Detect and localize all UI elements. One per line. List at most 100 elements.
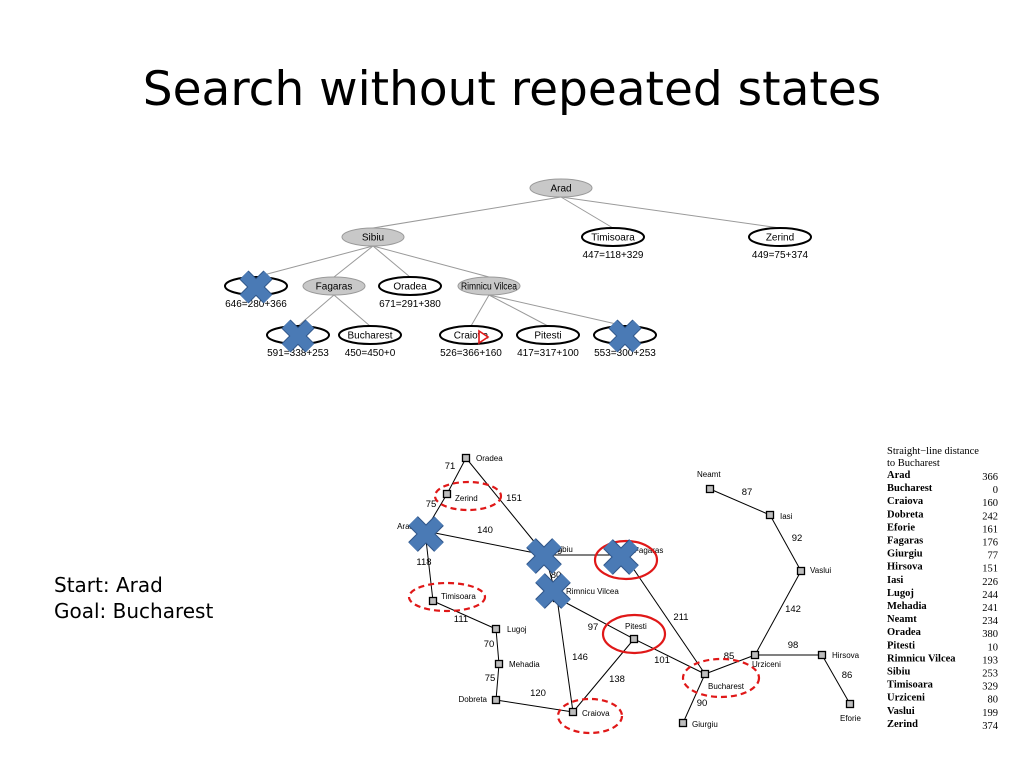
road-line: [754, 570, 802, 656]
goal-label: Goal: Bucharest: [54, 599, 214, 623]
road-bucharest-giurgiu: 90: [682, 673, 707, 724]
table-city: Zerind: [887, 719, 918, 730]
city-label: Zerind: [455, 494, 478, 503]
table-city: Rimnicu Vilcea: [887, 653, 956, 664]
city-label: Urziceni: [752, 660, 781, 669]
city-marker: [442, 489, 452, 499]
road-line: [556, 597, 635, 640]
tree-node-oval: [439, 325, 503, 345]
road-distance: 97: [588, 622, 599, 633]
table-value: 199: [982, 708, 998, 719]
road-distance: 138: [609, 674, 625, 685]
road-bucharest-urziceni: 85: [704, 651, 756, 675]
tree-node-label: Rimnicu Vilcea: [461, 282, 517, 293]
city-label: Rimnicu Vilcea: [566, 587, 619, 596]
city-label: Pitesti: [625, 622, 647, 631]
road-distance: 80: [551, 570, 562, 581]
road-urziceni-hirsova: 98: [755, 640, 822, 656]
tree-node-label: Sibiu: [362, 233, 384, 244]
road-line: [465, 457, 546, 556]
tree-edges: [255, 196, 781, 327]
table-city: Mehadia: [887, 601, 927, 612]
highlight-ring-craiova: [556, 697, 624, 735]
highlight-ring-zerind: [433, 480, 503, 512]
city-marker: [491, 695, 501, 705]
city-marker: [817, 650, 827, 660]
tree-edge: [333, 245, 374, 278]
table-value: 193: [982, 655, 998, 666]
city-marker: [491, 624, 501, 634]
road-line: [682, 673, 706, 724]
city-oradea: Oradea: [461, 453, 503, 463]
road-distance: 71: [445, 461, 456, 472]
city-giurgiu: Giurgiu: [678, 718, 718, 729]
city-bucharest: Bucharest: [700, 669, 745, 691]
table-row: Iasi 226: [887, 575, 998, 588]
road-line: [709, 488, 771, 516]
road-distance: 75: [485, 673, 496, 684]
tree-edge: [560, 196, 614, 229]
table-city: Pitesti: [887, 640, 915, 651]
road-distance: 101: [654, 655, 670, 666]
city-label: Eforie: [840, 714, 861, 723]
tree-node-oval: [378, 276, 442, 296]
highlight-ring-timisoara: [407, 581, 487, 613]
tree-node-fagaras: Fagaras: [302, 276, 366, 296]
table-value: 242: [982, 511, 998, 522]
road-vaslui-iasi: 92: [769, 514, 802, 572]
city-label: Arad: [397, 522, 414, 531]
tree-node-label: Arad: [550, 184, 571, 195]
city-timisoara: Timisoara: [428, 592, 476, 606]
city-marker: [428, 596, 438, 606]
cross-icon: [608, 319, 642, 353]
city-iasi: Iasi: [765, 510, 793, 521]
city-marker: [705, 484, 715, 494]
tree-node-cost: 447=118+329: [583, 250, 644, 261]
city-label: Dobreta: [459, 695, 488, 704]
table-value: 244: [982, 590, 999, 601]
city-craiova: Craiova: [568, 707, 610, 718]
tree-node-arad: Arad: [529, 178, 593, 198]
road-distance: 98: [788, 640, 799, 651]
table-city: Bucharest: [887, 483, 933, 494]
tree-node-cost: 591=338+253: [267, 348, 329, 359]
tree-node-sibiu: Sibiu: [341, 227, 405, 247]
road-mehadia-dobreta: 75: [485, 663, 500, 701]
road-fagaras-bucharest: 211: [623, 554, 706, 675]
city-hirsova: Hirsova: [817, 650, 860, 660]
city-marker: [845, 699, 855, 709]
tree-edge: [470, 294, 490, 327]
city-marker: [678, 718, 688, 728]
tree-node-cost: 526=366+160: [440, 348, 502, 359]
tree-node-oval: [516, 325, 580, 345]
city-label: Oradea: [476, 454, 503, 463]
table-value: 10: [988, 642, 999, 653]
road-oradea-sibiu: 151: [465, 457, 546, 556]
city-marker: [750, 650, 760, 660]
city-label: Hirsova: [832, 651, 860, 660]
table-value: 176: [982, 538, 998, 549]
start-label: Start: Arad: [54, 573, 163, 597]
city-marker: [629, 634, 639, 644]
road-distance: 111: [454, 614, 468, 625]
tree-edge: [255, 245, 374, 278]
table-city: Dobreta: [887, 509, 924, 520]
table-city: Iasi: [887, 575, 903, 586]
tree-node-oval: [581, 227, 645, 247]
city-label: Sibiu: [555, 545, 573, 554]
road-rimnicu-pitesti: 97: [556, 597, 635, 640]
cross-icon: [239, 270, 273, 304]
table-value: 226: [982, 577, 998, 588]
table-city: Vaslui: [887, 706, 915, 717]
city-marker: [461, 453, 471, 463]
road-iasi-neamt: 87: [709, 487, 771, 516]
road-distance: 211: [673, 612, 688, 623]
table-value: 77: [988, 551, 999, 562]
table-city: Arad: [887, 470, 910, 481]
